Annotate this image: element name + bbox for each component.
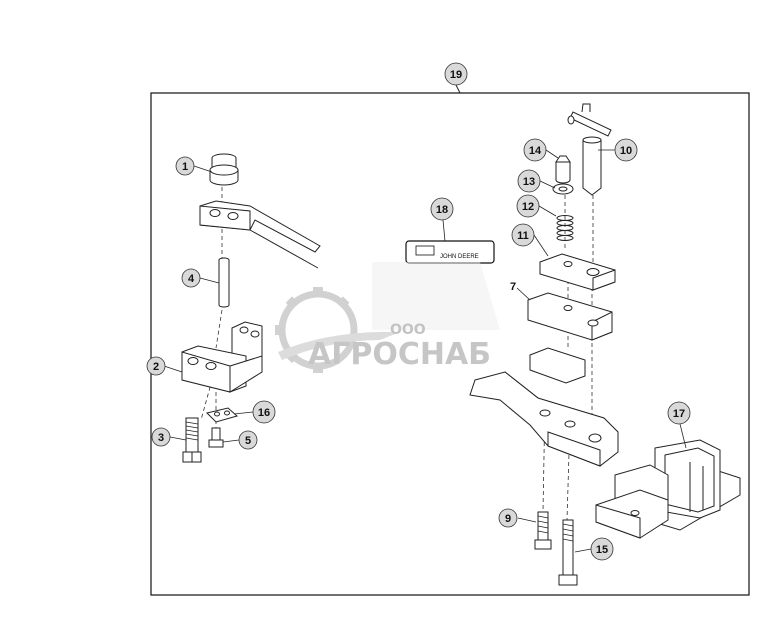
part-4-pin [218, 257, 230, 308]
callout-15: 15 [590, 537, 614, 561]
callout-3: 3 [151, 427, 171, 447]
main-drawbar [469, 371, 619, 467]
part-18-decal: JOHN DEERE [405, 240, 495, 264]
svg-text:9: 9 [505, 513, 511, 525]
part-14-cap [555, 155, 571, 184]
watermark-company: АГРОСНАБ [308, 337, 491, 372]
svg-text:7: 7 [510, 281, 516, 293]
callout-19: 19 [444, 62, 468, 86]
callout-leaders [163, 149, 687, 553]
callout-17: 17 [667, 401, 691, 425]
svg-text:2: 2 [153, 361, 159, 373]
svg-text:1: 1 [182, 161, 188, 173]
part-16-plate [206, 407, 239, 423]
callout-9: 9 [498, 508, 518, 528]
part-2-bracket [181, 321, 263, 393]
svg-text:10: 10 [620, 145, 632, 157]
upper-bar [199, 200, 321, 269]
part-7-clevis [527, 292, 613, 384]
diagram-frame [150, 84, 750, 596]
callout-11: 11 [511, 223, 535, 247]
callout-4: 4 [181, 268, 201, 288]
callout-5: 5 [238, 430, 258, 450]
part-9-bolt [534, 511, 552, 550]
part-11-plate [539, 253, 616, 291]
svg-text:3: 3 [158, 432, 164, 444]
callout-10: 10 [614, 138, 638, 162]
decal-text: JOHN DEERE [440, 254, 479, 260]
part-17-hitch [595, 439, 741, 539]
part-3-bolt [182, 417, 202, 463]
watermark: ООО АГРОСНАБ [275, 262, 500, 373]
svg-text:4: 4 [188, 273, 195, 285]
callouts: 1 2 3 4 5 7 9 10 11 12 13 14 15 16 17 18… [146, 62, 691, 561]
svg-text:14: 14 [529, 145, 542, 157]
part-15-bolt [558, 519, 578, 586]
part-13-washer [552, 183, 574, 195]
svg-text:19: 19 [450, 69, 462, 81]
svg-text:18: 18 [436, 204, 448, 216]
svg-text:13: 13 [523, 176, 535, 188]
callout-18: 18 [430, 197, 454, 221]
callout-16: 16 [252, 400, 276, 424]
part-1-bushing [209, 153, 239, 186]
svg-text:11: 11 [517, 230, 529, 242]
watermark-prefix: ООО [390, 322, 426, 338]
part-10-handle-pin [567, 103, 612, 196]
svg-text:16: 16 [258, 407, 270, 419]
svg-text:12: 12 [522, 201, 534, 213]
part-5-bolt [208, 427, 224, 448]
callout-12: 12 [516, 194, 540, 218]
callout-1: 1 [175, 156, 195, 176]
callout-14: 14 [523, 138, 547, 162]
callout-13: 13 [517, 169, 541, 193]
svg-text:17: 17 [673, 408, 685, 420]
callout-2: 2 [146, 356, 166, 376]
part-12-spring [556, 215, 574, 241]
callout-7: 7 [510, 281, 516, 293]
svg-text:15: 15 [596, 544, 608, 556]
svg-text:5: 5 [245, 435, 251, 447]
